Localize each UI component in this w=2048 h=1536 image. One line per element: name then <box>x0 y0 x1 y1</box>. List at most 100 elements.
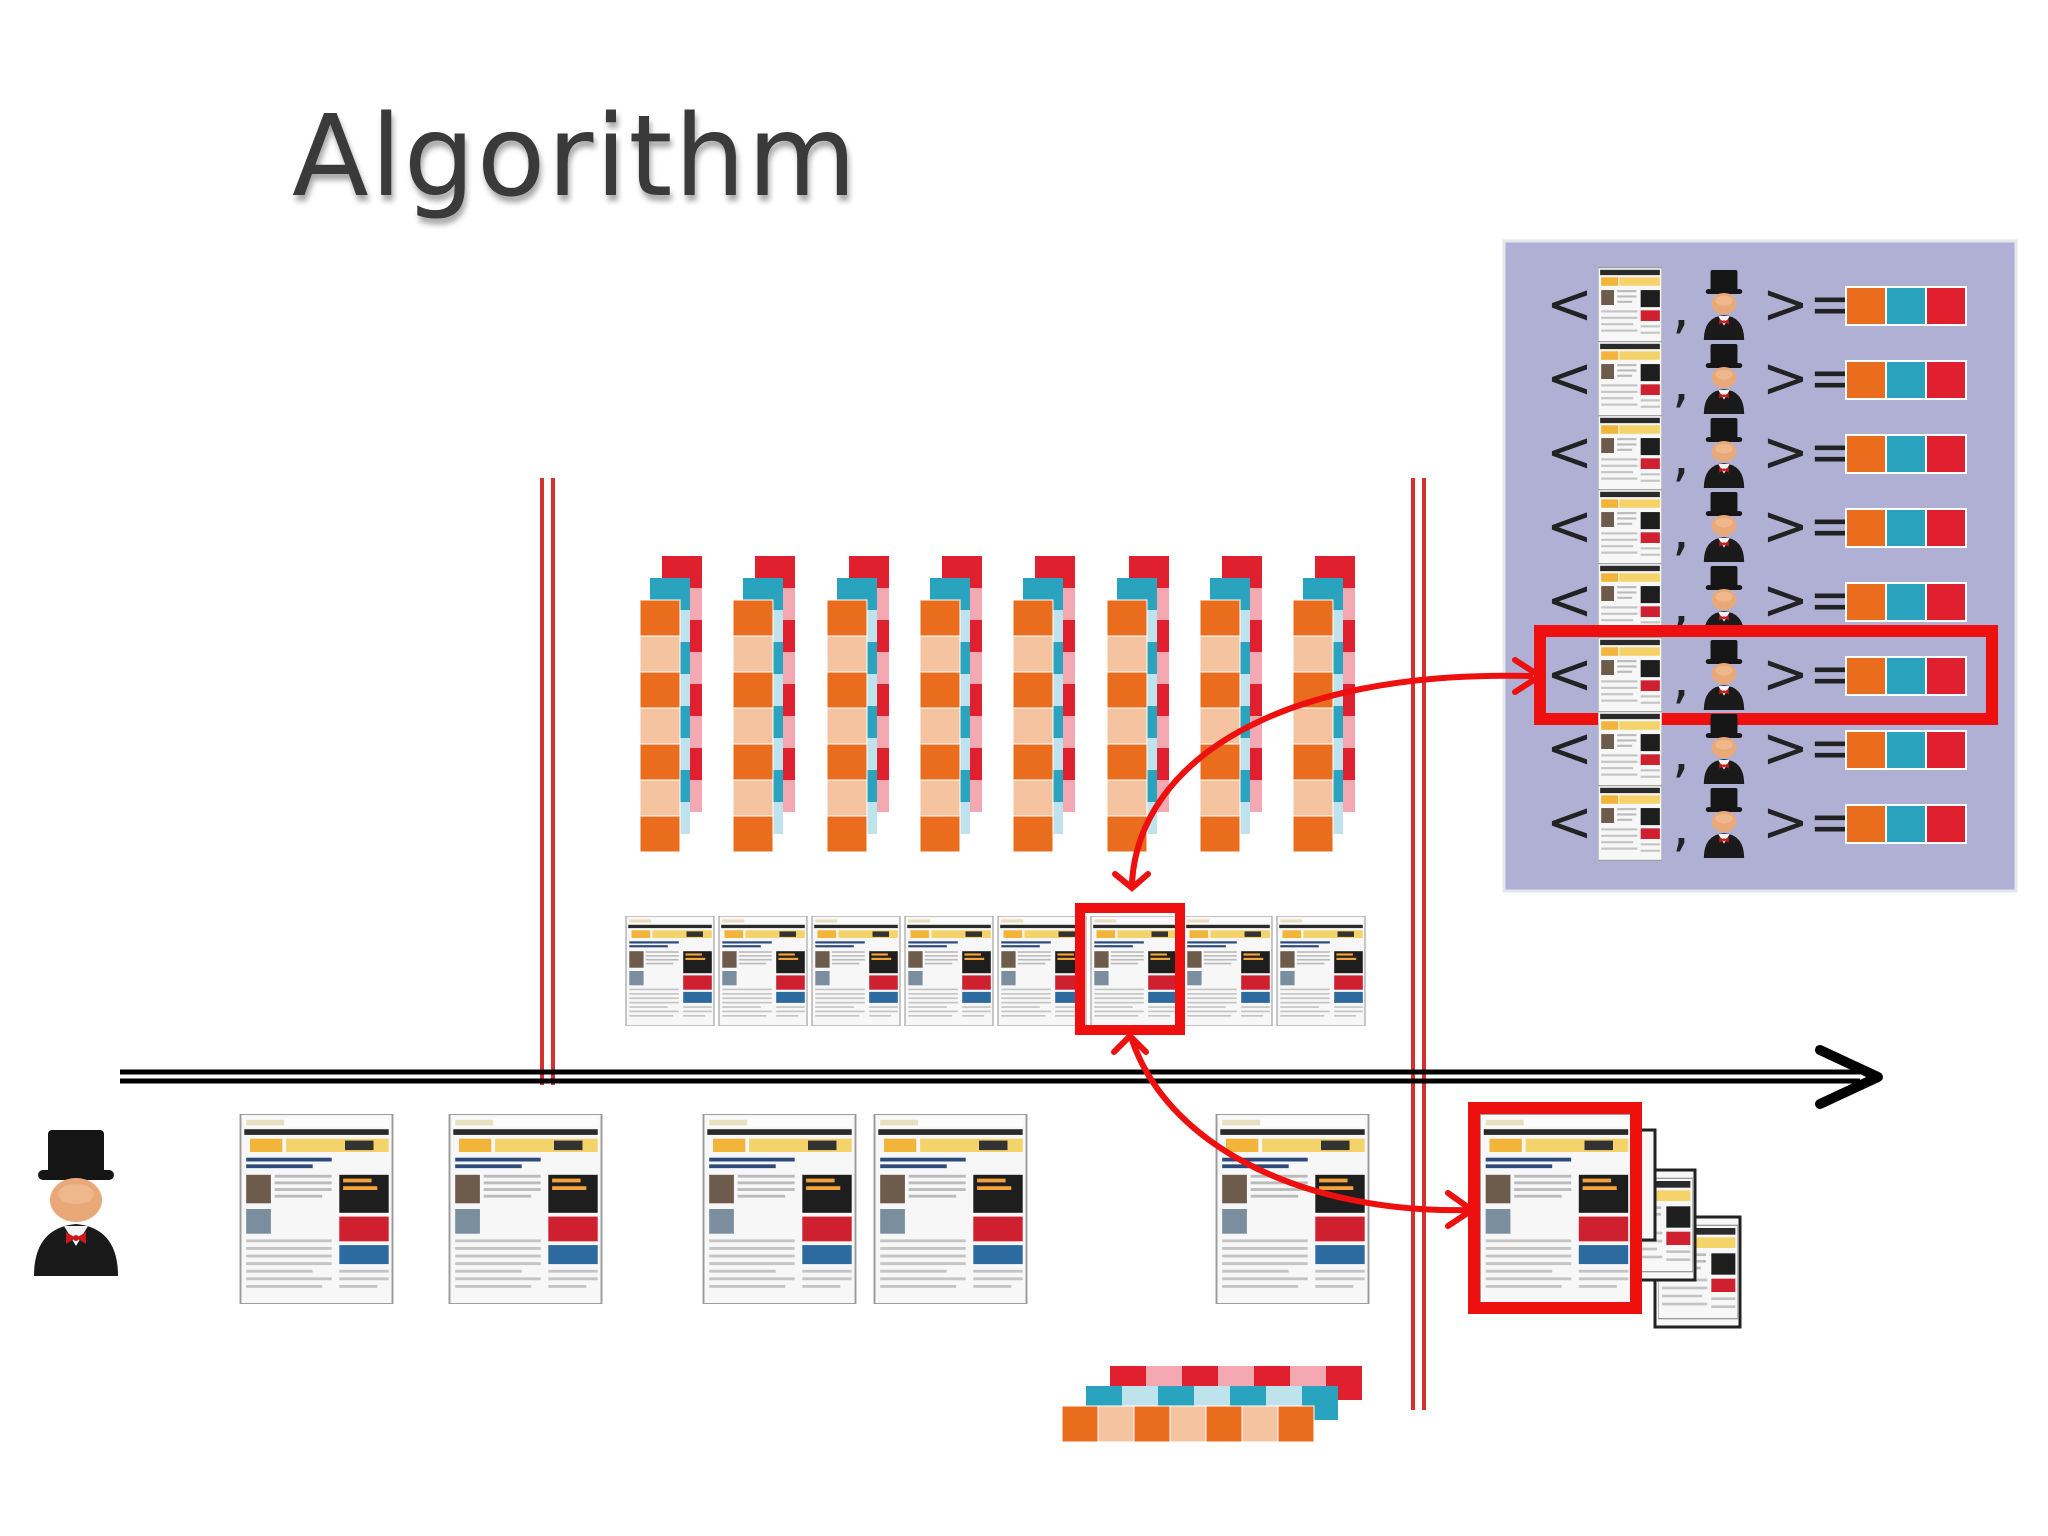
web-page-thumbnail-icon <box>1598 341 1662 417</box>
embedding-cell <box>732 599 774 637</box>
tuple-comma: , <box>1672 720 1690 785</box>
score-cell <box>1885 582 1927 622</box>
score-cell <box>1925 582 1967 622</box>
tuple-close-equals: >= <box>1762 716 1856 781</box>
browsing-history <box>239 1114 1370 1304</box>
embedding-cell <box>1277 1405 1315 1443</box>
embedding-cell <box>1292 635 1334 673</box>
tuple-row: <, >= <box>1546 563 1967 639</box>
tuple-close-equals: >= <box>1762 346 1856 411</box>
web-page-thumbnail-icon <box>1598 415 1662 491</box>
tuple-open-bracket: < <box>1546 494 1593 559</box>
embedding-cell <box>1012 815 1054 853</box>
embedding-cell <box>1106 707 1148 745</box>
embedding-cell <box>1199 599 1241 637</box>
embedding-cell <box>639 743 681 781</box>
embedding-cell <box>919 671 961 709</box>
embedding-cell <box>639 671 681 709</box>
embedding-cell <box>1061 1405 1099 1443</box>
embedding-cell <box>826 779 868 817</box>
history-page-thumbnail <box>239 1114 394 1304</box>
embedding-cell <box>732 815 774 853</box>
embedding-cell <box>1012 707 1054 745</box>
web-page-thumbnail-icon <box>1598 785 1662 861</box>
score-cell <box>1925 804 1967 844</box>
embedding-cell <box>1205 1405 1243 1443</box>
tuple-open-bracket: < <box>1546 642 1593 707</box>
embedding-cell <box>732 743 774 781</box>
candidate-page-thumbnail <box>1090 916 1180 1026</box>
tuple-open-bracket: < <box>1546 568 1593 633</box>
window-boundary-right <box>1411 478 1426 1410</box>
candidate-page-thumbnail <box>1183 916 1273 1026</box>
embedding-cell <box>732 779 774 817</box>
embedding-cell <box>919 743 961 781</box>
embedding-cell <box>1199 707 1241 745</box>
tuple-close-equals: >= <box>1762 568 1856 633</box>
tuple-close-equals: >= <box>1762 272 1856 337</box>
score-cell <box>1845 286 1887 326</box>
score-cell <box>1845 508 1887 548</box>
embedding-cell <box>1012 635 1054 673</box>
embedding-cell <box>919 779 961 817</box>
embedding-cell <box>1292 743 1334 781</box>
embedding-cell <box>826 635 868 673</box>
timeline-arrow <box>120 1045 1883 1109</box>
tuple-row: <,>= <box>1546 341 1967 417</box>
score-cell <box>1885 508 1927 548</box>
score-cell <box>1885 730 1927 770</box>
score-cell <box>1885 434 1927 474</box>
tuple-row: <,>= <box>1546 267 1967 343</box>
candidate-page-thumbnail <box>997 916 1087 1026</box>
relation-arrows <box>1111 657 1546 1229</box>
tuple-comma: , <box>1672 646 1690 711</box>
embedding-cell <box>919 599 961 637</box>
embedding-cell <box>1169 1405 1207 1443</box>
web-page-thumbnail-icon <box>1480 1114 1632 1304</box>
tuple-row: <,>= <box>1546 415 1967 491</box>
history-page-thumbnail <box>702 1114 857 1304</box>
candidate-page-thumbnail <box>625 916 715 1026</box>
tuple-row: <,>= <box>1546 711 1967 787</box>
score-cell <box>1885 804 1927 844</box>
embedding-cell <box>639 707 681 745</box>
embedding-cell <box>1106 671 1148 709</box>
embedding-cell <box>826 599 868 637</box>
user-top-hat-icon <box>34 1130 118 1276</box>
embedding-cell <box>732 671 774 709</box>
tuple-comma: , <box>1672 572 1690 637</box>
embedding-cell <box>1292 779 1334 817</box>
tuple-close-equals: >= <box>1762 494 1856 559</box>
embedding-cell <box>1012 671 1054 709</box>
embedding-cell <box>1199 779 1241 817</box>
embedding-cell <box>1012 743 1054 781</box>
embedding-cell <box>639 635 681 673</box>
score-cell <box>1845 360 1887 400</box>
score-cell <box>1885 286 1927 326</box>
embedding-cell <box>732 707 774 745</box>
score-cell <box>1925 360 1967 400</box>
tuple-close-equals: >= <box>1762 420 1856 485</box>
score-cell <box>1845 730 1887 770</box>
embedding-cell <box>1097 1405 1135 1443</box>
embedding-stack <box>732 556 795 853</box>
embedding-cell <box>1241 1405 1279 1443</box>
embedding-stack <box>1292 556 1355 853</box>
score-cell <box>1925 656 1967 696</box>
tuple-open-bracket: < <box>1546 272 1593 337</box>
tuple-comma: , <box>1672 498 1690 563</box>
tuple-open-bracket: < <box>1546 790 1593 855</box>
tuple-comma: , <box>1672 794 1690 859</box>
embedding-stack <box>1199 556 1262 853</box>
candidate-page-thumbnail <box>718 916 808 1026</box>
history-page-thumbnail <box>873 1114 1028 1304</box>
embedding-cell <box>919 815 961 853</box>
embedding-stack <box>1012 556 1075 853</box>
embedding-cell <box>1199 815 1241 853</box>
embedding-stack <box>1106 556 1169 853</box>
selected-candidate-highlight <box>1075 903 1185 1035</box>
score-cell <box>1845 582 1887 622</box>
score-cell <box>1925 508 1967 548</box>
candidate-page-thumbnail <box>904 916 994 1026</box>
